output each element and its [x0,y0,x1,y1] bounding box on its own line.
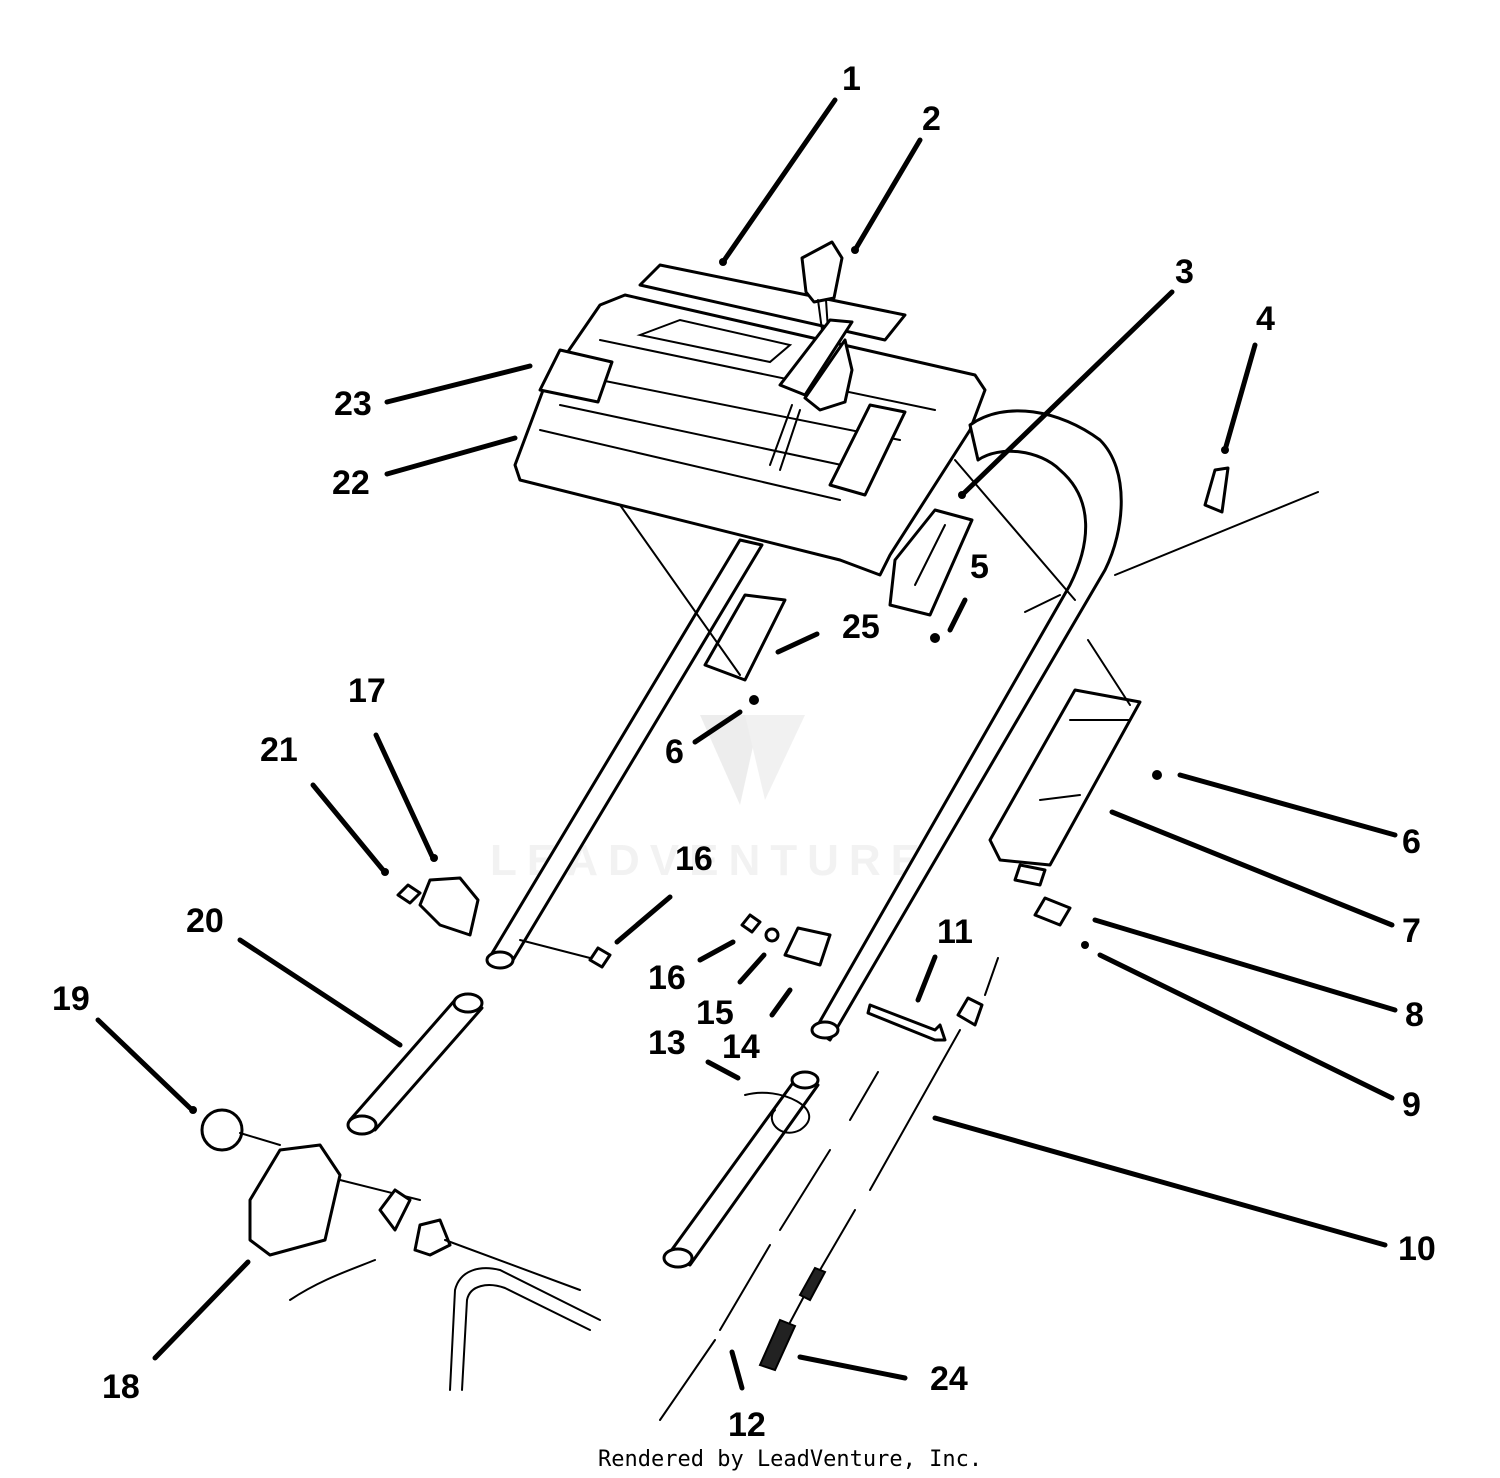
leader-17 [373,732,435,859]
callout-21: 21 [260,731,298,769]
switch-block [413,1218,452,1257]
mount-4 [1203,466,1230,514]
callout-7: 7 [1402,912,1421,950]
leader-20 [237,937,403,1048]
knob-19 [200,1108,244,1152]
leader-22 [384,435,518,477]
callout-1: 1 [842,60,861,98]
callout-12: 12 [728,1406,766,1444]
leader-25 [775,631,820,655]
shift-plate [778,318,854,397]
leader-9 [1097,952,1395,1101]
callout-11: 11 [937,913,973,951]
leader-12 [729,1349,745,1391]
callout-5: 5 [970,548,989,586]
leader-19 [95,1017,193,1111]
callout-17: 17 [348,672,386,710]
nut-21 [396,883,422,905]
leader-16a [614,894,673,945]
bracket-3 [888,508,974,617]
leader-1 [720,97,838,265]
washer-15 [764,927,780,943]
leader-13 [705,1059,741,1081]
nut-16a [588,946,612,969]
callout-19: 19 [52,980,90,1018]
leader-16b [697,939,736,963]
nut-16b [740,913,762,934]
part-8 [1033,896,1072,927]
leader-6b [1177,772,1398,838]
leader-8 [1092,917,1398,1013]
callout-14: 14 [722,1028,760,1066]
decal-23 [538,348,614,404]
leader-24 [797,1354,908,1381]
callout-13: 13 [648,1024,686,1062]
leader-2 [852,137,923,253]
leader-18 [152,1259,251,1361]
shift-housing [803,338,854,412]
leader-15 [737,952,767,985]
leader-23 [384,363,533,405]
leader-3 [959,289,1175,498]
leader-lines [95,97,1398,1391]
bracket-14 [783,926,832,967]
clip-13 [744,1091,810,1134]
clip-plate [378,1188,412,1232]
handle-assembly-drawing [200,240,1319,1421]
callout-labels: 1 2 3 4 5 6 6 7 8 9 10 11 12 13 14 15 16… [52,60,1436,1444]
credit-line: Rendered by LeadVenture, Inc. [598,1447,982,1472]
leader-10 [932,1115,1388,1248]
leader-7 [1109,809,1395,928]
callout-16-upper: 16 [675,840,713,878]
shift-knob [800,240,844,304]
cable-12 [659,1071,879,1421]
callout-20: 20 [186,902,224,940]
callout-23: 23 [334,385,372,423]
callout-4: 4 [1256,300,1275,338]
cable-adjuster [956,996,984,1027]
lower-handle-right [666,1078,820,1267]
grip-20 [348,998,484,1132]
callout-10: 10 [1398,1230,1436,1268]
leader-5 [947,597,968,633]
callout-15: 15 [696,994,734,1032]
cable-10 [769,957,999,1361]
leader-14 [769,987,793,1018]
callout-6-right: 6 [1402,823,1421,861]
leader-11 [915,954,938,1003]
callout-22: 22 [332,464,370,502]
leader-21 [310,782,386,873]
panel-slot [828,403,907,497]
leader-4 [1222,342,1258,453]
upper-handle-right [813,409,1123,1042]
callout-8: 8 [1405,996,1424,1034]
callout-3: 3 [1175,253,1194,291]
callout-16-lower: 16 [648,959,686,997]
lower-frame [449,1267,601,1391]
spacer-25 [703,593,787,682]
control-panel [513,293,987,577]
bracket-7 [988,688,1142,867]
callout-25: 25 [842,608,880,646]
callout-9: 9 [1402,1086,1421,1124]
clamp-17 [418,876,480,937]
callout-2: 2 [922,100,941,138]
bolt-11 [866,1003,947,1042]
control-panel-detail [539,339,936,501]
callout-24: 24 [930,1360,968,1398]
leader-6a [692,709,743,745]
spring-24 [758,1318,797,1372]
callout-6-left: 6 [665,733,684,771]
callout-18: 18 [102,1368,140,1406]
bracket-18 [248,1143,342,1257]
